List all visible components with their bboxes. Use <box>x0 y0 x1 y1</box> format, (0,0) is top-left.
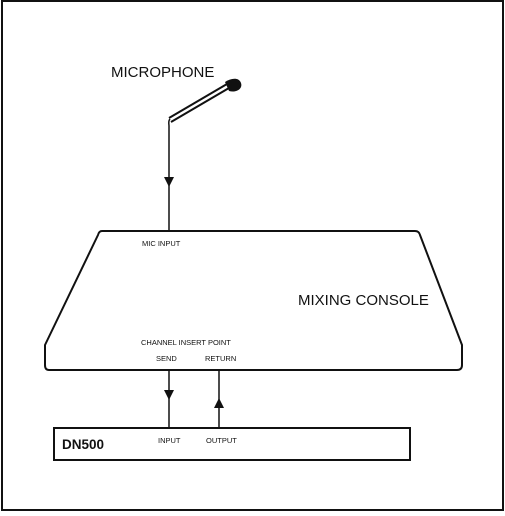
dn500-label: DN500 <box>62 437 104 452</box>
send-arrow-down-icon <box>164 390 174 400</box>
microphone-label: MICROPHONE <box>111 64 214 81</box>
dn500-input-label: INPUT <box>158 436 181 445</box>
send-label: SEND <box>156 354 177 363</box>
return-label: RETURN <box>205 354 236 363</box>
return-arrow-up-icon <box>214 398 224 408</box>
channel-insert-point-label: CHANNEL INSERT POINT <box>141 338 231 347</box>
microphone-icon <box>168 78 242 130</box>
dn500-output-label: OUTPUT <box>206 436 237 445</box>
dn500-unit <box>53 427 411 461</box>
mixing-console-label: MIXING CONSOLE <box>298 292 429 309</box>
mixing-console <box>44 230 463 371</box>
mic-arrow-down-icon <box>164 177 174 187</box>
mic-input-label: MIC INPUT <box>142 239 181 248</box>
